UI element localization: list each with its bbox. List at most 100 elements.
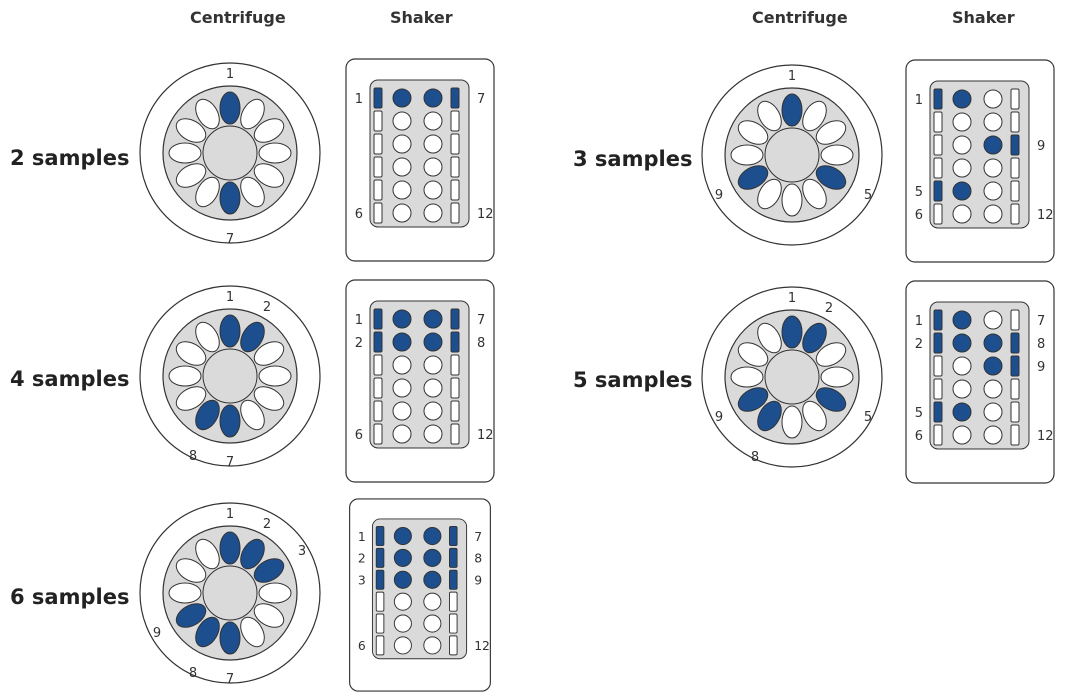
- shaker-position-number: 12: [477, 428, 494, 443]
- rotor-tube-empty: [175, 118, 207, 143]
- shaker-well-empty: [983, 402, 1003, 422]
- shaker-position-number: 9: [1037, 360, 1045, 375]
- shaker-slot-empty: [373, 400, 383, 422]
- panel-label-6-samples: 6 samples: [10, 585, 130, 609]
- shaker-well-empty: [423, 111, 443, 131]
- shaker-slot-empty: [450, 110, 460, 132]
- shaker-well-empty: [423, 180, 443, 200]
- shaker-well-empty: [983, 181, 1003, 201]
- shaker-position-number: 6: [355, 207, 363, 222]
- shaker-slot-empty: [450, 400, 460, 422]
- rotor-tube-empty: [258, 365, 292, 387]
- shaker-position-number: 12: [1037, 208, 1054, 223]
- shaker-slot-filled: [450, 331, 460, 353]
- rotor-hub: [764, 349, 820, 405]
- rotor-tube-empty: [781, 405, 803, 439]
- rotor-tube-empty: [757, 178, 782, 210]
- shaker-position-number: 9: [1037, 139, 1045, 154]
- shaker-well-filled: [983, 135, 1003, 155]
- rotor-tube-empty: [253, 386, 285, 411]
- shaker-slot-empty: [450, 423, 460, 445]
- shaker-well-empty: [393, 614, 412, 633]
- rotor-position-number: 1: [788, 69, 796, 84]
- shaker-position-number: 7: [474, 530, 482, 544]
- panel-label-2-samples: 2 samples: [10, 146, 130, 170]
- rotor-position-number: 1: [226, 507, 234, 522]
- rotor-hub: [764, 127, 820, 183]
- shaker-slot-empty: [933, 355, 943, 377]
- shaker-position-number: 7: [477, 92, 485, 107]
- rotor-tube-filled: [219, 91, 241, 125]
- rotor-tube-filled: [737, 387, 769, 412]
- panel-label-3-samples: 3 samples: [573, 147, 693, 171]
- rotor-tube-empty: [820, 144, 854, 166]
- shaker-slot-empty: [933, 157, 943, 179]
- shaker-slot-filled: [1010, 332, 1020, 354]
- rotor-tube-filled: [219, 404, 241, 438]
- rotor-tube-empty: [168, 582, 202, 604]
- shaker-well-empty: [983, 310, 1003, 330]
- rotor-position-number: 8: [189, 449, 197, 464]
- shaker-well-filled: [423, 570, 442, 589]
- shaker-position-number: 7: [1037, 314, 1045, 329]
- rotor-tube-empty: [815, 342, 847, 367]
- rotor-tube-filled: [240, 321, 265, 353]
- shaker-slot-empty: [933, 134, 943, 156]
- rotor-tube-empty: [253, 163, 285, 188]
- shaker-position-number: 12: [1037, 429, 1054, 444]
- rotor-tube-empty: [802, 100, 827, 132]
- centrifuge-rotor-3-samples: 159: [701, 64, 883, 246]
- rotor-tube-filled: [240, 538, 265, 570]
- shaker-position-number: 8: [474, 552, 482, 566]
- rotor-tube-empty: [175, 341, 207, 366]
- shaker-well-empty: [392, 378, 412, 398]
- rotor-tube-empty: [730, 144, 764, 166]
- shaker-position-number: 12: [474, 639, 490, 653]
- shaker-well-empty: [952, 158, 972, 178]
- shaker-slot-empty: [933, 203, 943, 225]
- shaker-slot-empty: [373, 354, 383, 376]
- shaker-well-empty: [983, 425, 1003, 445]
- shaker-well-filled: [952, 89, 972, 109]
- rotor-position-number: 2: [825, 301, 833, 316]
- shaker-slot-empty: [450, 377, 460, 399]
- shaker-slot-filled: [373, 331, 383, 353]
- shaker-slot-empty: [1010, 88, 1020, 110]
- shaker-slot-empty: [450, 354, 460, 376]
- shaker-position-number: 2: [915, 337, 923, 352]
- panel-label-5-samples: 5 samples: [573, 368, 693, 392]
- rotor-tube-empty: [175, 386, 207, 411]
- shaker-well-empty: [423, 401, 443, 421]
- shaker-slot-empty: [373, 133, 383, 155]
- shaker-slot-empty: [449, 613, 458, 634]
- rotor-tube-filled: [253, 558, 285, 583]
- rotor-tube-filled: [219, 181, 241, 215]
- shaker-position-number: 5: [915, 185, 923, 200]
- rotor-tube-empty: [258, 142, 292, 164]
- shaker-well-empty: [392, 111, 412, 131]
- rotor-tube-filled: [802, 322, 827, 354]
- centrifuge-rotor-2-samples: 17: [139, 62, 321, 247]
- rotor-position-number: 2: [263, 300, 271, 315]
- shaker-slot-empty: [450, 156, 460, 178]
- shaker-slot-empty: [1010, 401, 1020, 423]
- rotor-tube-empty: [258, 582, 292, 604]
- rotor-tube-empty: [253, 603, 285, 628]
- shaker-slot-filled: [449, 569, 458, 590]
- shaker-well-filled: [423, 527, 442, 546]
- shaker-slot-filled: [449, 547, 458, 568]
- rotor-tube-empty: [195, 538, 220, 570]
- shaker-well-filled: [983, 333, 1003, 353]
- shaker-well-empty: [393, 636, 412, 655]
- rotor-tube-empty: [815, 120, 847, 145]
- shaker-position-number: 1: [915, 314, 923, 329]
- shaker-position-number: 5: [915, 406, 923, 421]
- rotor-position-number: 9: [715, 410, 723, 425]
- rotor-position-number: 5: [864, 410, 872, 425]
- shaker-well-empty: [983, 112, 1003, 132]
- shaker-slot-empty: [450, 179, 460, 201]
